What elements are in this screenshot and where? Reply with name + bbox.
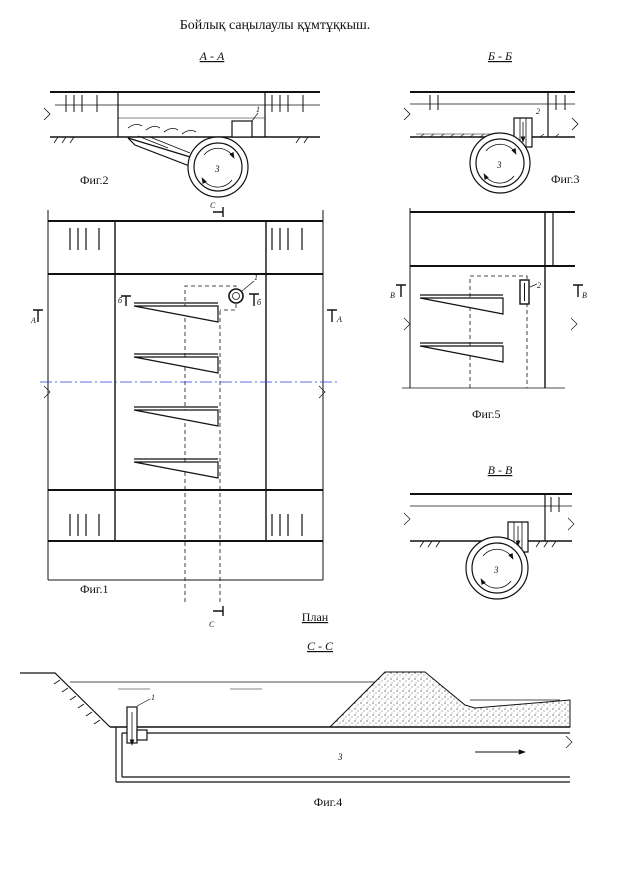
cut-a-left: А bbox=[30, 316, 36, 325]
section-bb-label: Б - Б bbox=[487, 49, 512, 63]
fig4-section-cc: С - С 1 3 Фиг.4 bbox=[20, 639, 573, 809]
callout-3-vv: 3 bbox=[493, 565, 499, 575]
fig3-section-bb: Б - Б 2 3 Фиг.3 bbox=[403, 49, 579, 194]
plan-label: План bbox=[302, 610, 329, 624]
section-cc-label: С - С bbox=[307, 639, 334, 653]
sheet-title: Бойлық саңылаулы құмтұқкыш. bbox=[180, 18, 371, 33]
callout-1-fig4: 1 bbox=[151, 693, 155, 702]
fig5-plan-detail: 2 В В Фиг.5 bbox=[390, 208, 587, 421]
cut-a-right: А bbox=[336, 315, 342, 324]
cut-v-right: В bbox=[582, 291, 587, 300]
fig2-section-aa: А - А 1 bbox=[43, 49, 320, 198]
callout-1-fig2: 1 bbox=[256, 105, 260, 114]
cut-b-right: б bbox=[257, 298, 262, 307]
callout-2-fig5: 2 bbox=[537, 281, 541, 290]
fig5-label: Фиг.5 bbox=[472, 407, 500, 421]
fig2-label: Фиг.2 bbox=[80, 173, 108, 187]
cut-b-left: б bbox=[118, 296, 123, 305]
section-aa-label: А - А bbox=[199, 49, 225, 63]
callout-2-fig3: 2 bbox=[536, 107, 540, 116]
callout-3-fig4: 3 bbox=[337, 752, 343, 762]
section-vv-label: В - В bbox=[488, 463, 513, 477]
section-vv: В - В 3 bbox=[403, 463, 575, 600]
callout-3-fig2: 3 bbox=[214, 164, 220, 174]
callout-1-fig1: 1 bbox=[254, 273, 258, 282]
callout-3-fig3: 3 bbox=[496, 160, 502, 170]
cut-c-top: С bbox=[210, 201, 216, 210]
cut-c-bottom: С bbox=[209, 620, 215, 629]
fig4-label: Фиг.4 bbox=[314, 795, 342, 809]
fig1-label: Фиг.1 bbox=[80, 582, 108, 596]
fig1-plan: 1 б б А А С С Фиг.1 План bbox=[30, 201, 342, 629]
part-1-box bbox=[231, 120, 253, 138]
cut-v-left: В bbox=[390, 291, 395, 300]
fig3-label: Фиг.3 bbox=[551, 172, 579, 186]
